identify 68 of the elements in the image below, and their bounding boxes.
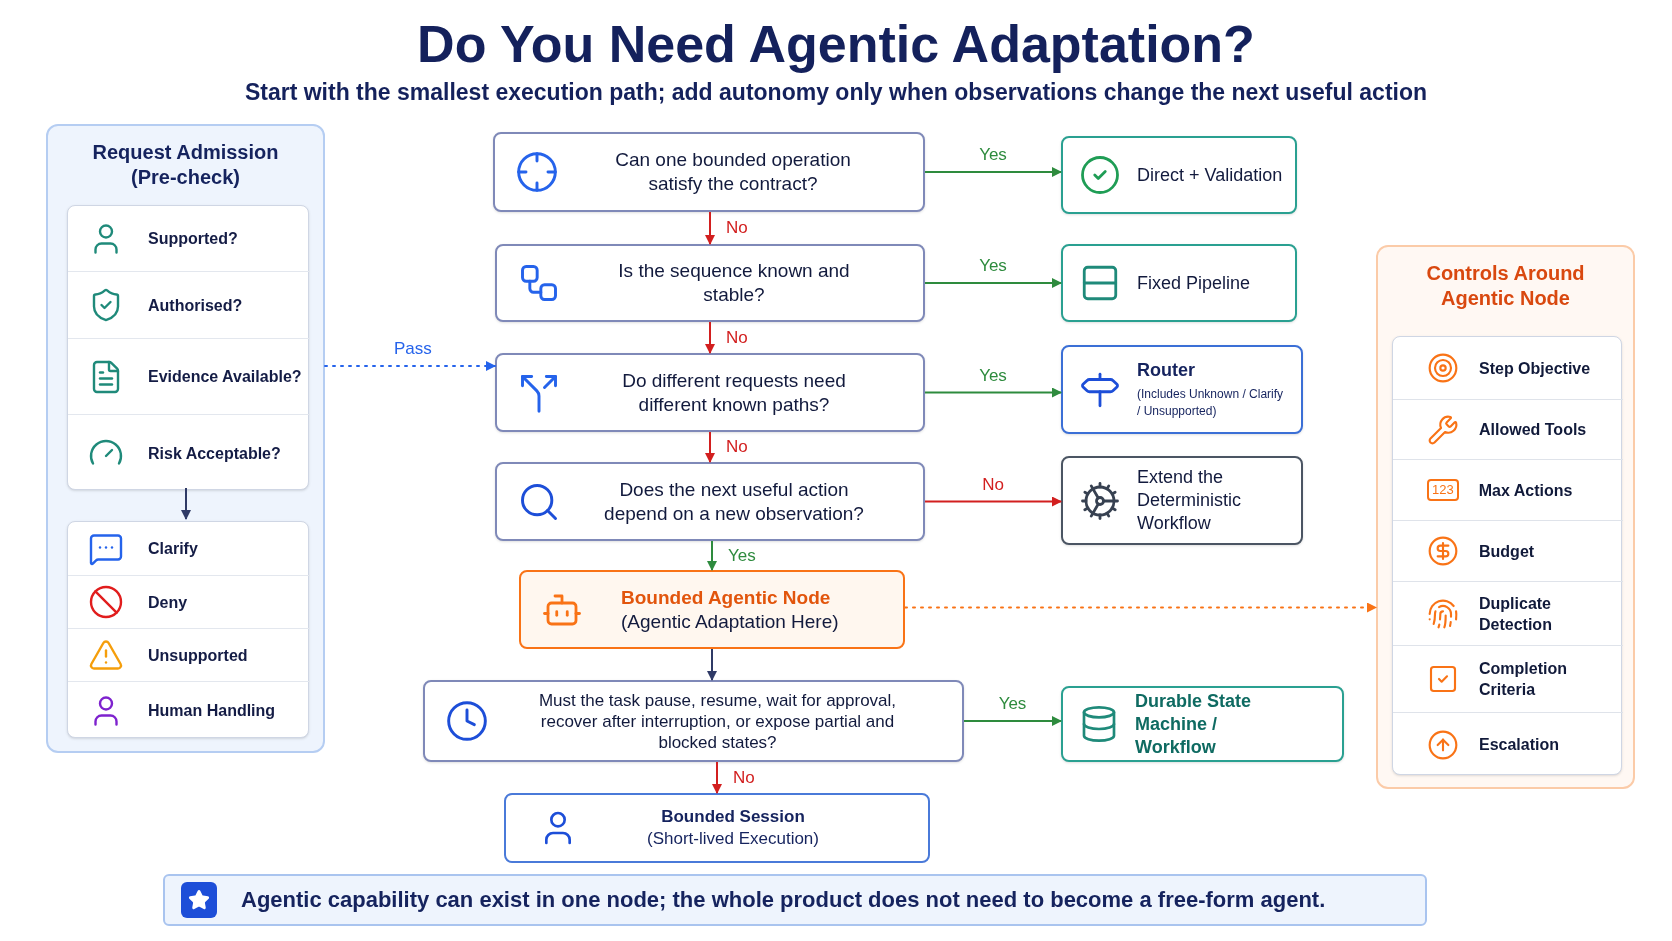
banner-text: Agentic capability can exist in one node; the whole product does not need to become a free-form agent. bbox=[241, 886, 1326, 914]
outcome-label: Extend the Deterministic Workflow bbox=[1137, 466, 1243, 535]
question-text: Must the task pause, resume, wait for approval, recover after interruption, or expose partial and blocked states? bbox=[537, 689, 898, 753]
arrow bbox=[924, 387, 1062, 398]
item-label: Allowed Tools bbox=[1479, 420, 1587, 440]
item-label: Escalation bbox=[1479, 735, 1560, 755]
agent-node-box bbox=[519, 570, 905, 649]
question-box bbox=[495, 244, 925, 322]
list-card bbox=[1392, 336, 1622, 775]
item-label: Clarify bbox=[148, 539, 198, 559]
outcome-note: (Includes Unknown / Clarify / Unsupported) bbox=[1137, 386, 1285, 420]
arrow bbox=[181, 487, 191, 520]
arrow bbox=[924, 496, 1062, 507]
banner bbox=[163, 874, 1427, 926]
item-label: Duplicate Detection bbox=[1479, 593, 1553, 635]
arrow bbox=[707, 540, 717, 571]
item-label: Max Actions bbox=[1478, 480, 1573, 501]
question-box bbox=[423, 680, 964, 762]
outcome-box bbox=[1061, 456, 1303, 545]
question-box bbox=[495, 353, 925, 432]
session-box bbox=[504, 793, 930, 863]
list-card bbox=[67, 205, 309, 490]
group-panel bbox=[1376, 245, 1635, 789]
question-box bbox=[495, 462, 925, 541]
arrow bbox=[963, 716, 1062, 726]
outcome-label: Fixed Pipeline bbox=[1137, 271, 1251, 295]
arrow bbox=[324, 361, 496, 371]
arrow bbox=[924, 167, 1062, 177]
item-label: Human Handling bbox=[148, 701, 276, 721]
outcome-box bbox=[1061, 686, 1344, 762]
item-label: Completion Criteria bbox=[1479, 659, 1568, 700]
arrow bbox=[712, 761, 722, 794]
arrow bbox=[707, 648, 717, 681]
item-label: Supported? bbox=[148, 229, 238, 249]
item-label: Budget bbox=[1479, 541, 1535, 562]
arrow bbox=[705, 431, 715, 463]
arrow bbox=[705, 211, 715, 245]
outcome-label: Direct + Validation bbox=[1137, 163, 1283, 187]
arrow bbox=[924, 278, 1062, 288]
item-label: Authorised? bbox=[148, 295, 243, 316]
outcome-box bbox=[1061, 136, 1297, 214]
session-subtitle: (Short-lived Execution) bbox=[647, 828, 819, 850]
outcome-box bbox=[1061, 244, 1297, 322]
outcome-label: Durable State Machine / Workflow bbox=[1135, 689, 1253, 759]
subtitle: Start with the smallest execution path; add autonomy only when observations change the next useful action bbox=[243, 78, 1429, 106]
arrow bbox=[705, 321, 715, 354]
outcome-label: Router bbox=[1137, 359, 1196, 382]
arrow bbox=[904, 602, 1377, 613]
item-label: Evidence Available? bbox=[148, 367, 302, 387]
item-label: Step Objective bbox=[1479, 358, 1591, 379]
item-label: Deny bbox=[148, 592, 188, 613]
item-label: Unsupported bbox=[148, 645, 248, 666]
question-text: Do different requests need different known paths? bbox=[621, 368, 847, 417]
number-badge: 123 bbox=[1427, 479, 1459, 501]
panel-heading: Request Admission (Pre-check) bbox=[91, 140, 280, 190]
panel-heading: Controls Around Agentic Node bbox=[1425, 261, 1586, 311]
list-card bbox=[67, 521, 309, 738]
session-title: Bounded Session bbox=[661, 806, 805, 828]
question-text: Is the sequence known and stable? bbox=[617, 259, 851, 307]
group-panel bbox=[46, 124, 325, 753]
node-title: Bounded Agentic Node bbox=[621, 585, 832, 610]
node-subtitle: (Agentic Adaptation Here) bbox=[621, 609, 839, 634]
item-label: Risk Acceptable? bbox=[148, 443, 281, 464]
question-box bbox=[493, 132, 925, 212]
question-text: Can one bounded operation satisfy the contract? bbox=[614, 148, 852, 196]
outcome-box bbox=[1061, 345, 1303, 434]
title: Do You Need Agentic Adaptation? bbox=[416, 14, 1256, 74]
question-text: Does the next useful action depend on a new observation? bbox=[603, 477, 865, 526]
